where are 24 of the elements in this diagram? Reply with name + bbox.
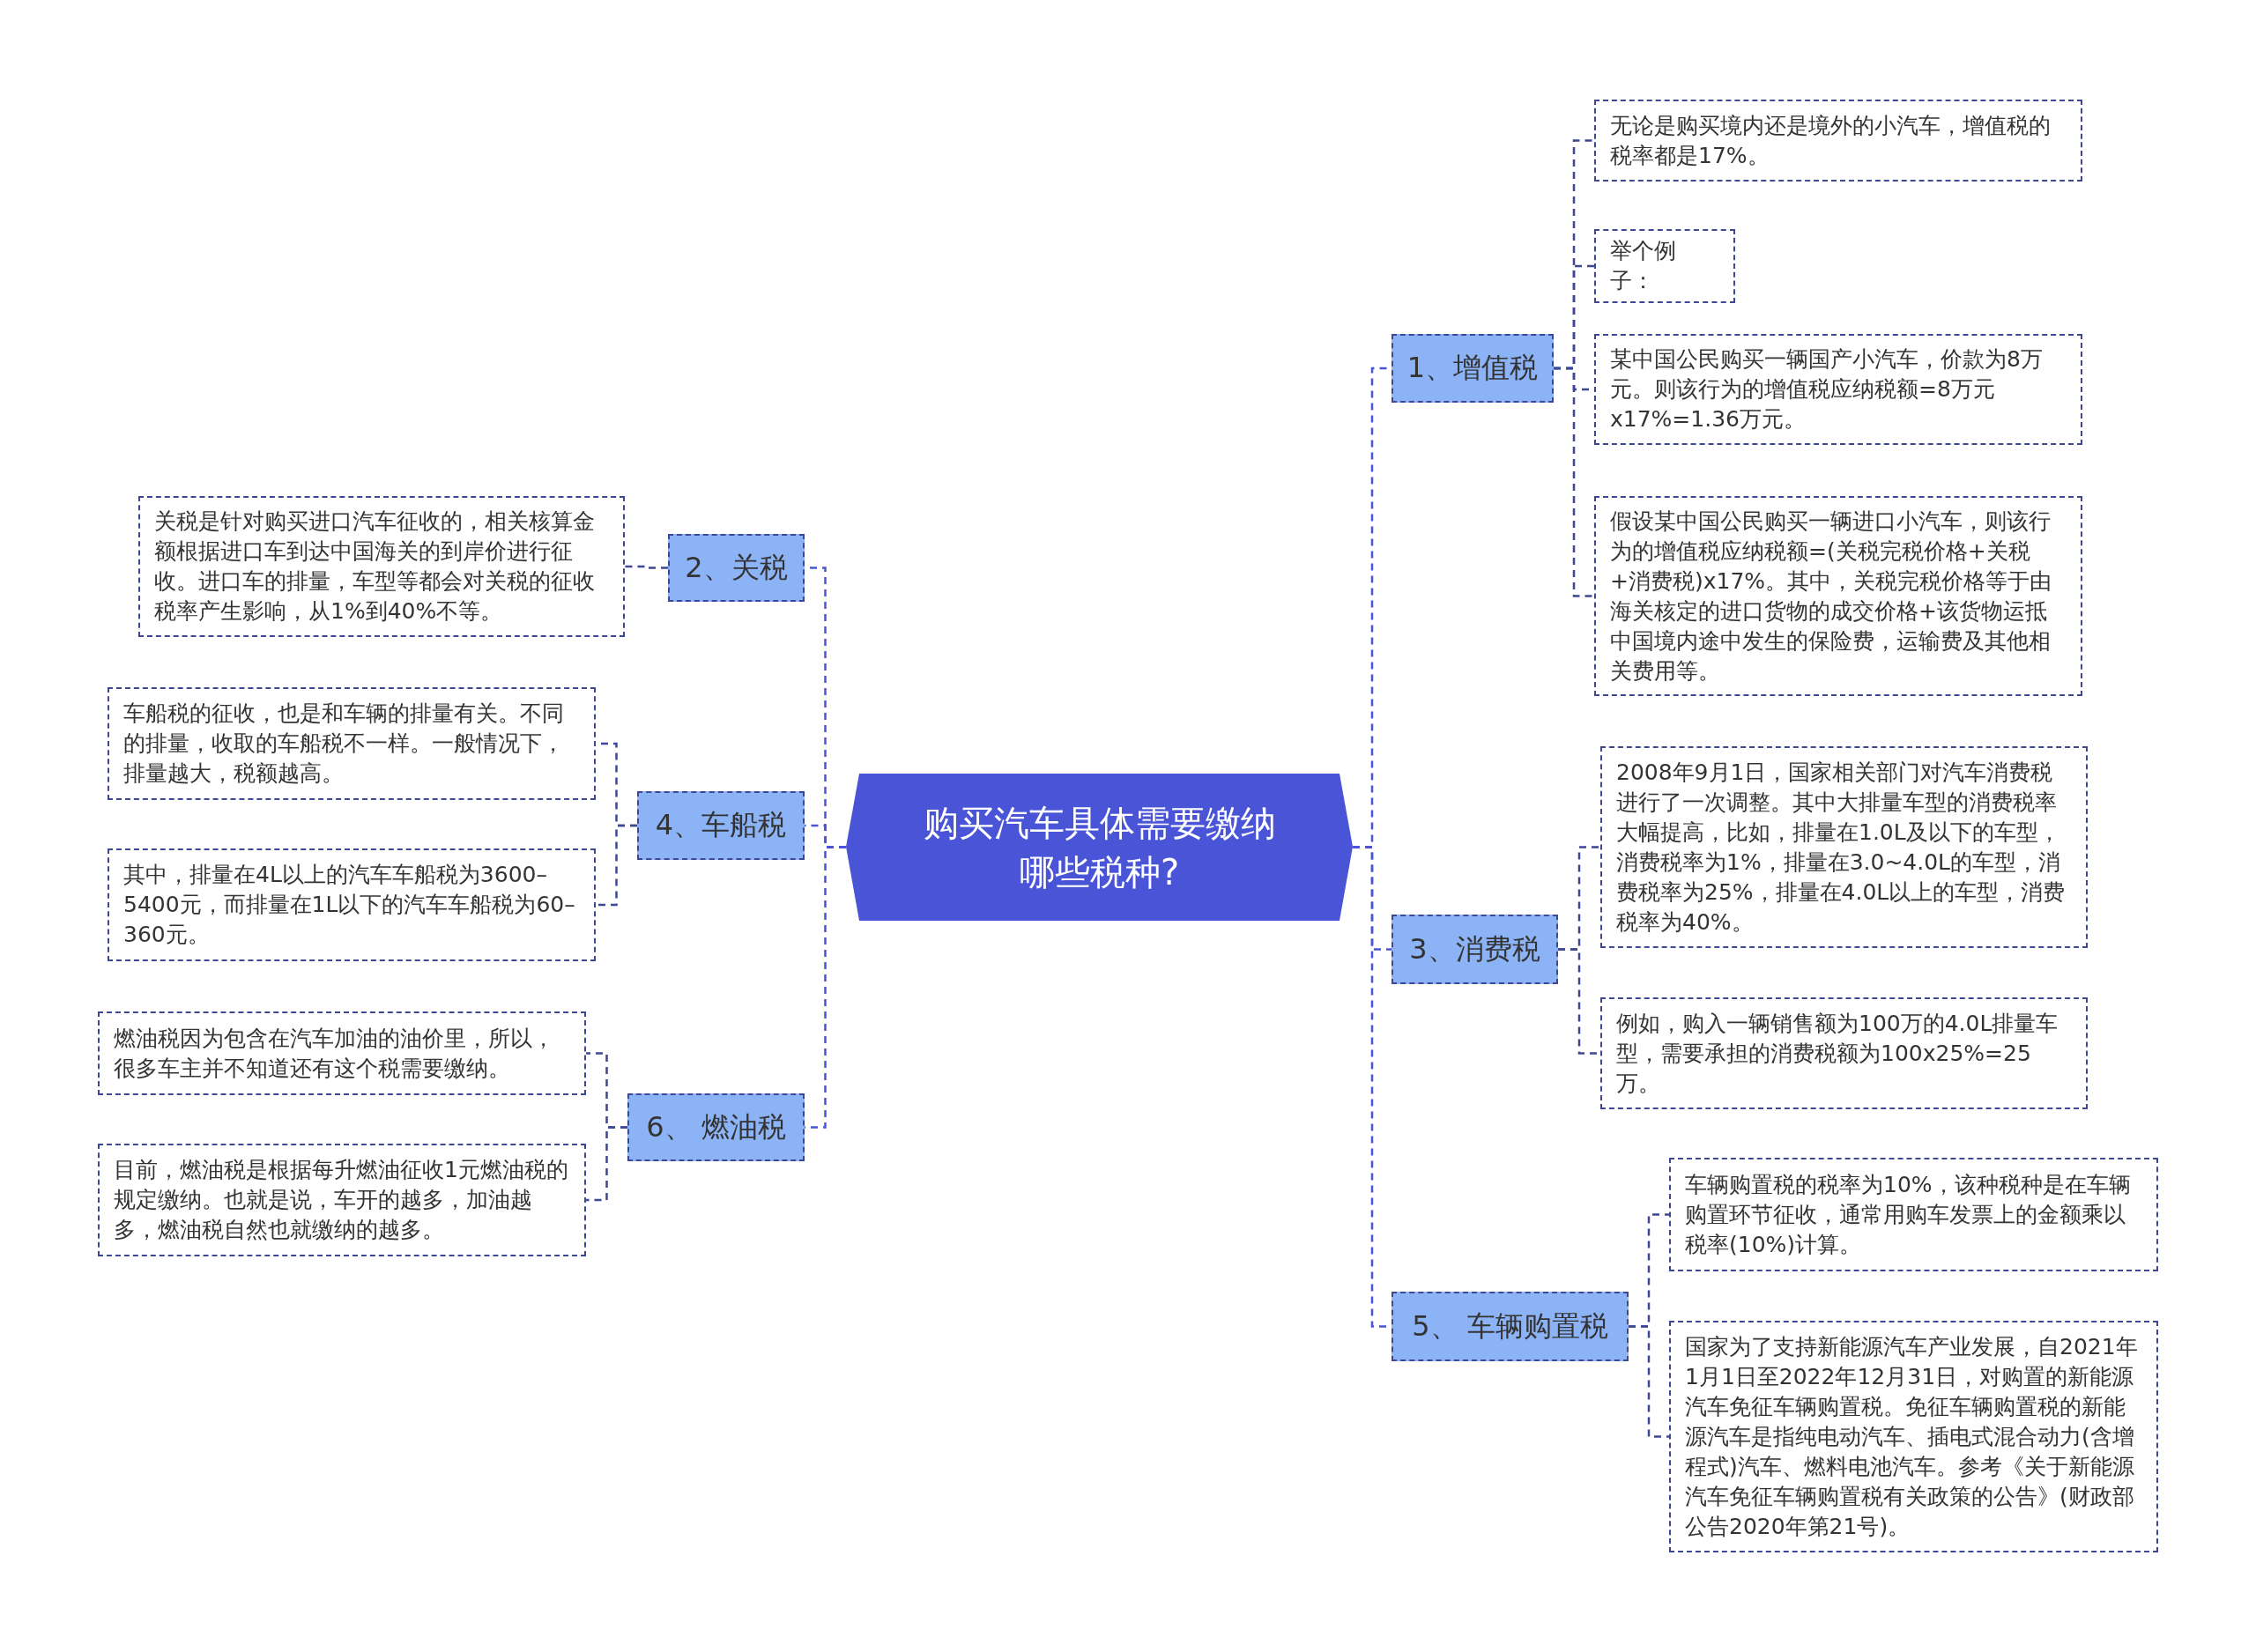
connector-line bbox=[596, 824, 637, 907]
topic-box: 3、消费税 bbox=[1391, 915, 1558, 984]
note-box: 车船税的征收，也是和车辆的排量有关。不同的排量，收取的车船税不一样。一般情况下，排量越大，税额越高。 bbox=[108, 687, 596, 800]
connector-line bbox=[586, 1126, 627, 1202]
note-box: 2008年9月1日，国家相关部门对汽车消费税进行了一次调整。其中大排量车型的消费税率大幅提高，比如，排量在1.0L及以下的车型，消费税率为1%，排量在3.0~4.0L的车型，消费税率为25%，排量在4.0L以上的车型，消费税率为40%。 bbox=[1600, 746, 2088, 948]
note-box: 例如，购入一辆销售额为100万的4.0L排量车型，需要承担的消费税额为100x25%=25万。 bbox=[1600, 997, 2088, 1109]
note-box: 关税是针对购买进口汽车征收的，相关核算金额根据进口车到达中国海关的到岸价进行征收。进口车的排量，车型等都会对关税的征收税率产生影响，从1%到40%不等。 bbox=[138, 496, 625, 637]
note-box: 国家为了支持新能源汽车产业发展，自2021年1月1日至2022年12月31日，对购置的新能源汽车免征车辆购置税。免征车辆购置税的新能源汽车是指纯电动汽车、插电式混合动力(含增程式)汽车、燃料电池汽车。参考《关于新能源汽车免征车辆购置税有关政策的公告》(财政部公告2020年第21号)。 bbox=[1669, 1321, 2158, 1552]
note-box: 假设某中国公民购买一辆进口小汽车，则该行为的增值税应纳税额=(关税完税价格+关税+消费税)x17%。其中，关税完税价格等于由海关核定的进口货物的成交价格+该货物运抵中国境内途中发生的保险费，运输费及其他相关费用等。 bbox=[1594, 496, 2082, 696]
topic-box: 6、 燃油税 bbox=[627, 1093, 805, 1161]
note-box: 其中，排量在4L以上的汽车车船税为3600–5400元，而排量在1L以下的汽车车船税为60–360元。 bbox=[108, 848, 596, 961]
note-box: 无论是购买境内还是境外的小汽车，增值税的税率都是17%。 bbox=[1594, 100, 2082, 181]
note-box: 车辆购置税的税率为10%，该种税种是在车辆购置环节征收，通常用购车发票上的金额乘以税率(10%)计算。 bbox=[1669, 1158, 2158, 1271]
topic-box: 2、关税 bbox=[668, 534, 805, 602]
note-box: 目前，燃油税是根据每升燃油征收1元燃油税的规定缴纳。也就是说，车开的越多，加油越多，燃油税自然也就缴纳的越多。 bbox=[98, 1144, 586, 1256]
connector-line bbox=[625, 565, 668, 569]
note-box: 燃油税因为包含在汽车加油的油价里，所以，很多车主并不知道还有这个税需要缴纳。 bbox=[98, 1011, 586, 1095]
topic-box: 4、车船税 bbox=[637, 791, 805, 860]
topic-box: 1、增值税 bbox=[1391, 334, 1554, 403]
note-box: 某中国公民购买一辆国产小汽车，价款为8万元。则该行为的增值税应纳税额=8万元x17%=1.36万元。 bbox=[1594, 334, 2082, 445]
connector-line bbox=[1629, 1325, 1669, 1438]
note-box: 举个例子： bbox=[1594, 229, 1735, 303]
topic-box: 5、 车辆购置税 bbox=[1391, 1292, 1629, 1361]
connector-line bbox=[1554, 367, 1594, 597]
